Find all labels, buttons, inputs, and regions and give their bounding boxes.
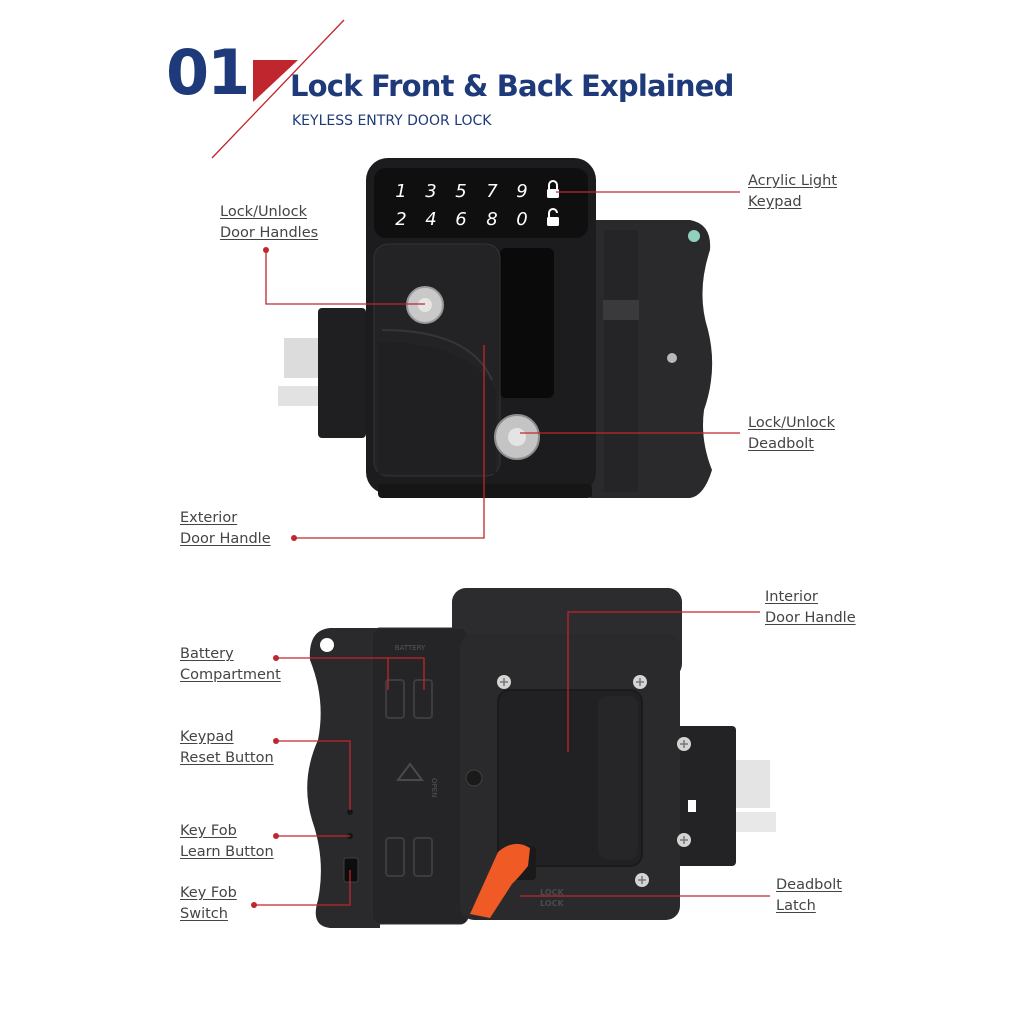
acrylic-keypad-panel <box>374 168 588 238</box>
front-leader-dots <box>263 247 297 541</box>
section-number: 01 <box>166 36 250 109</box>
reset-button[interactable] <box>347 809 353 815</box>
keypad-lock-icon[interactable] <box>547 180 559 198</box>
embossed-lock-b: LOCK <box>540 899 564 908</box>
label-fob-switch: Key Fob Switch <box>180 885 237 922</box>
back-leader-dots <box>251 655 279 908</box>
paddle-ridge <box>381 329 493 381</box>
battery-slot <box>413 837 433 877</box>
open-arrow <box>396 762 424 781</box>
page-title: Lock Front & Back Explained <box>290 69 734 103</box>
embossed-lock-a: LOCK <box>540 888 564 897</box>
label-acrylic-keypad: Acrylic Light Keypad <box>748 173 838 210</box>
front-deadbolt-bar <box>278 386 320 406</box>
interior-handle-grip <box>598 696 638 860</box>
back-deadbolt-bar <box>736 812 776 832</box>
handle-recess <box>500 248 554 398</box>
front-rail-clip <box>603 300 639 320</box>
keypad-key[interactable]: 3 <box>425 181 436 202</box>
keypad-key[interactable]: 2 <box>395 209 406 230</box>
front-indicator-light <box>688 230 700 242</box>
keypad-digits: 1 3 5 7 9 2 4 6 8 0 <box>395 181 527 230</box>
battery-slot <box>413 679 433 719</box>
front-plate-rail <box>604 230 638 492</box>
label-exterior-handle: Exterior Door Handle <box>180 510 271 547</box>
keypad-key[interactable]: 6 <box>455 209 466 230</box>
fob-switch[interactable] <box>343 857 359 883</box>
label-deadbolt-latch: Deadbolt Latch <box>776 877 842 914</box>
front-bolt-housing <box>318 308 366 438</box>
front-bottom-edge <box>378 484 592 498</box>
deadbolt-latch-lever[interactable] <box>470 843 530 918</box>
paddle-lower <box>378 342 496 474</box>
handle-key-slot <box>418 298 432 312</box>
front-lock: 1 3 5 7 9 2 4 6 8 0 <box>278 158 713 498</box>
battery-tag: BATTERY <box>395 644 426 652</box>
header-red-triangle <box>253 60 298 102</box>
keypad-key[interactable]: 4 <box>425 209 436 230</box>
back-plate-hole <box>320 638 334 652</box>
back-pivot-screw <box>465 769 483 787</box>
battery-slot <box>385 679 405 719</box>
label-battery-compartment: Battery Compartment <box>180 646 281 683</box>
open-tag: OPEN <box>430 778 438 797</box>
back-latch-bolt <box>736 760 770 808</box>
keypad-key[interactable]: 9 <box>516 181 527 202</box>
page-subtitle: KEYLESS ENTRY DOOR LOCK <box>292 113 492 129</box>
label-deadbolt: Lock/Unlock Deadbolt <box>748 415 836 452</box>
label-fob-learn: Key Fob Learn Button <box>180 823 274 860</box>
keypad-key[interactable]: 8 <box>486 209 497 230</box>
front-plate-screw <box>667 353 677 363</box>
label-reset-button: Keypad Reset Button <box>180 729 274 766</box>
label-interior-handle: Interior Door Handle <box>765 589 856 626</box>
keypad-key[interactable]: 1 <box>395 181 406 202</box>
back-leader-lines <box>254 611 770 906</box>
keypad-unlock-icon[interactable] <box>547 208 559 226</box>
back-left-plate <box>307 628 380 928</box>
back-screws <box>497 675 691 887</box>
label-door-handles: Lock/Unlock Door Handles <box>220 204 319 241</box>
keypad-key[interactable]: 5 <box>455 181 466 202</box>
keypad-key[interactable]: 7 <box>486 181 498 202</box>
front-leader-lines <box>265 191 740 539</box>
header-diagonal-line <box>211 19 345 159</box>
back-latch-window <box>688 800 696 812</box>
battery-slot <box>385 837 405 877</box>
back-latch-housing <box>676 726 736 866</box>
keypad-key[interactable]: 0 <box>516 209 527 230</box>
front-latch-bolt <box>284 338 320 378</box>
deadbolt-key-slot <box>508 428 526 446</box>
back-lock: BATTERY OPEN LOCK LOCK <box>307 588 776 928</box>
